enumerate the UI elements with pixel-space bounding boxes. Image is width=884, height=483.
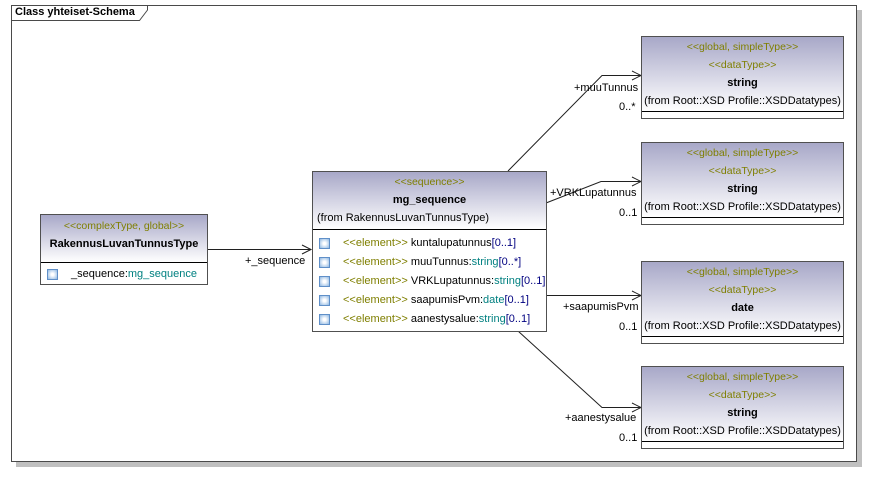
attribute-stereotype: <<element>> [343, 275, 408, 287]
attribute-separator: : [491, 275, 495, 287]
attribute-name: saapumisPvm [407, 294, 480, 306]
datatype-string-VRKLupatunnus[interactable]: <<global, simpleType>> <<dataType>> stri… [641, 142, 844, 225]
attribute-name: muuTunnus [407, 256, 469, 268]
class-header: <<complexType, global>> RakennusLuvanTun… [41, 215, 207, 263]
role-label-saapumisPvm: +saapumisPvm [563, 301, 639, 313]
class-header: <<global, simpleType>> <<dataType>> stri… [642, 143, 843, 218]
association-sequence[interactable] [208, 244, 313, 255]
role-label-muuTunnus: +muuTunnus [574, 82, 639, 94]
datatype-from-package: (from Root::XSD Profile::XSDDatatypes) [644, 320, 841, 332]
attribute-multiplicity: [0..1] [504, 294, 529, 306]
class-name: mg_sequence [392, 194, 467, 206]
datatype-stereotype: <<global, simpleType>> [686, 371, 799, 383]
multiplicity-saapumisPvm: 0..1 [619, 321, 638, 333]
datatype-stereotype: <<global, simpleType>> [686, 266, 799, 278]
datatype-name: string [727, 77, 758, 89]
role-label-sequence: +_sequence [245, 255, 306, 267]
attribute-multiplicity: [0..1] [491, 237, 517, 249]
association-aanestysalue[interactable] [517, 330, 643, 413]
attribute-separator: : [479, 294, 484, 306]
class-header: <<global, simpleType>> <<dataType>> date… [642, 262, 843, 337]
class-stereotype: <<complexType, global>> [63, 220, 185, 232]
class-rakennusluvantunnustype[interactable]: <<complexType, global>> RakennusLuvanTun… [40, 214, 208, 285]
attribute-multiplicity: [0..*] [498, 256, 522, 268]
attribute-list: <<element>> kuntalupatunnus[0..1] <<elem… [313, 230, 546, 329]
multiplicity-aanestysalue: 0..1 [619, 432, 638, 444]
datatype-date-saapumisPvm[interactable]: <<global, simpleType>> <<dataType>> date… [641, 261, 844, 344]
datatype-name: string [727, 183, 758, 195]
attribute-type: mg_sequence [127, 268, 197, 280]
class-stereotype: <<sequence>> [394, 176, 465, 188]
attribute-icon [319, 257, 330, 268]
class-header: <<sequence>> mg_sequence (from RakennusL… [313, 172, 546, 230]
datatype-stereotype: <<dataType>> [708, 284, 777, 296]
datatype-from-package: (from Root::XSD Profile::XSDDatatypes) [644, 95, 841, 107]
attribute-row[interactable]: _sequence:mg_sequence [41, 265, 207, 284]
attribute-stereotype: <<element>> [343, 294, 408, 306]
attribute-name: VRKLupatunnus [407, 275, 492, 287]
attribute-stereotype: <<element>> [343, 237, 408, 249]
class-from-package: (from RakennusLuvanTunnusType) [317, 212, 490, 224]
attribute-type: string [494, 275, 521, 287]
datatype-string-aanestysalue[interactable]: <<global, simpleType>> <<dataType>> stri… [641, 366, 844, 449]
attribute-multiplicity: [0..1] [505, 313, 531, 325]
multiplicity-VRKLupatunnus: 0..1 [619, 207, 638, 219]
attribute-icon [319, 238, 330, 249]
attribute-icon [47, 269, 58, 280]
attribute-type: string [478, 313, 506, 325]
attribute-separator: : [124, 268, 128, 280]
datatype-stereotype: <<dataType>> [708, 389, 777, 401]
attribute-name: _sequence [71, 268, 125, 280]
attribute-type: date [483, 294, 505, 306]
attribute-row[interactable]: <<element>> kuntalupatunnus[0..1] [313, 234, 546, 253]
attribute-stereotype: <<element>> [343, 256, 408, 268]
frame-title: Class yhteiset-Schema [15, 6, 135, 18]
datatype-string-muuTunnus[interactable]: <<global, simpleType>> <<dataType>> stri… [641, 36, 844, 119]
class-header: <<global, simpleType>> <<dataType>> stri… [642, 367, 843, 442]
role-label-aanestysalue: +aanestysalue [565, 412, 637, 424]
datatype-stereotype: <<dataType>> [708, 165, 777, 177]
attribute-stereotype: <<element>> [343, 313, 408, 325]
class-header: <<global, simpleType>> <<dataType>> stri… [642, 37, 843, 112]
attribute-icon [319, 276, 330, 287]
attribute-multiplicity: [0..1] [520, 275, 546, 287]
datatype-name: string [727, 407, 758, 419]
attribute-row[interactable]: <<element>> aanestysalue:string[0..1] [313, 310, 546, 329]
frame-tab-outline [11, 5, 148, 21]
datatype-from-package: (from Root::XSD Profile::XSDDatatypes) [644, 425, 841, 437]
attribute-name: aanestysalue [407, 313, 476, 325]
attribute-icon [319, 314, 330, 325]
class-mg-sequence[interactable]: <<sequence>> mg_sequence (from RakennusL… [312, 171, 547, 332]
attribute-name: kuntalupatunnus [407, 237, 492, 249]
attribute-row[interactable]: <<element>> muuTunnus:string[0..*] [313, 253, 546, 272]
attribute-separator: : [468, 256, 472, 268]
attribute-row[interactable]: <<element>> saapumisPvm:date[0..1] [313, 291, 546, 310]
attribute-separator: : [475, 313, 479, 325]
datatype-stereotype: <<dataType>> [708, 59, 777, 71]
association-saapumisPvm[interactable] [546, 290, 643, 301]
role-label-VRKLupatunnus: +VRKLupatunnus [550, 187, 637, 199]
multiplicity-muuTunnus: 0..* [619, 101, 636, 113]
datatype-name: date [731, 302, 754, 314]
attribute-icon [319, 295, 330, 306]
attribute-row[interactable]: <<element>> VRKLupatunnus:string[0..1] [313, 272, 546, 291]
attribute-type: string [471, 256, 499, 268]
datatype-stereotype: <<global, simpleType>> [686, 41, 799, 53]
class-name: RakennusLuvanTunnusType [49, 238, 199, 250]
datatype-from-package: (from Root::XSD Profile::XSDDatatypes) [644, 201, 841, 213]
datatype-stereotype: <<global, simpleType>> [686, 147, 799, 159]
